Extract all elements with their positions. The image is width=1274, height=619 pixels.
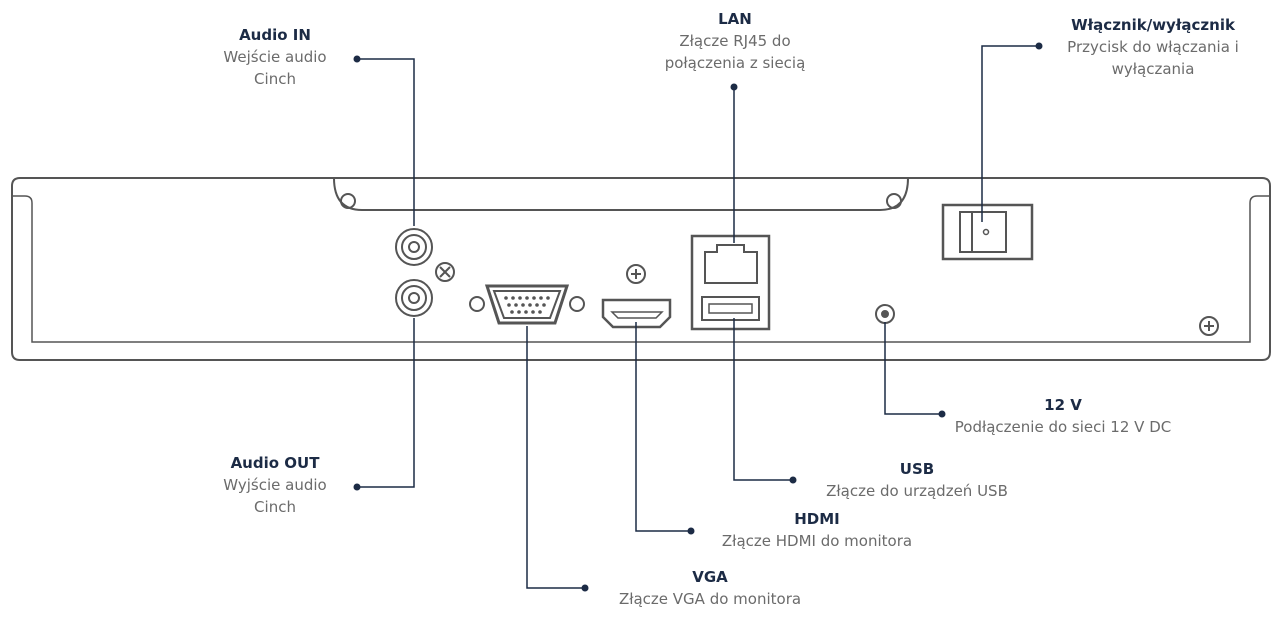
label-power: Włącznik/wyłącznik Przycisk do włączania… — [1040, 14, 1266, 80]
label-desc: Wejście audio — [223, 48, 327, 66]
hdmi-port — [601, 298, 672, 329]
label-desc: Złącze HDMI do monitora — [721, 532, 913, 550]
vga-pins — [504, 296, 550, 314]
leader-vga — [526, 326, 585, 589]
power-switch — [941, 203, 1034, 261]
audio-in-jack — [395, 228, 433, 266]
label-desc: Cinch — [254, 70, 296, 88]
leader-lines — [357, 45, 1039, 589]
label-lan: LAN Złącze RJ45 do połączenia z siecią — [628, 8, 842, 74]
mount-hole-right — [886, 193, 902, 209]
label-desc: Cinch — [254, 498, 296, 516]
screw-icon — [435, 262, 455, 282]
label-hdmi: HDMI Złącze HDMI do monitora — [694, 508, 940, 552]
rj45-port — [704, 244, 758, 284]
top-tab-left — [333, 177, 909, 211]
screw-icon — [626, 264, 646, 284]
label-title: Włącznik/wyłącznik — [1071, 16, 1235, 34]
screw-icon — [1199, 316, 1219, 336]
leader-hdmi — [635, 322, 691, 532]
label-usb: USB Złącze do urządzeń USB — [800, 458, 1034, 502]
label-desc: Złącze RJ45 do — [679, 32, 791, 50]
label-desc: Złącze VGA do monitora — [618, 590, 802, 608]
label-title: VGA — [692, 568, 728, 586]
lan-usb-frame — [690, 234, 771, 331]
label-desc: Podłączenie do sieci 12 V DC — [954, 418, 1172, 436]
audio-out-jack — [395, 279, 433, 317]
label-audio-out: Audio OUT Wyjście audio Cinch — [200, 452, 350, 518]
usb-port-tongue — [708, 303, 753, 314]
leader-dots — [353, 42, 1043, 592]
label-desc: Złącze do urządzeń USB — [826, 482, 1008, 500]
label-audio-in: Audio IN Wejście audio Cinch — [200, 24, 350, 90]
label-title: HDMI — [794, 510, 840, 528]
label-title: Audio IN — [239, 26, 311, 44]
label-title: USB — [899, 460, 935, 478]
vga-port — [469, 284, 585, 325]
device-outline — [11, 177, 1271, 361]
device-inner-frame — [12, 195, 1270, 343]
mount-hole-left — [340, 193, 356, 209]
label-title: LAN — [718, 10, 752, 28]
leader-audio-in — [357, 58, 415, 226]
label-vga: VGA Złącze VGA do monitora — [592, 566, 828, 610]
dc-socket — [875, 304, 895, 324]
leader-usb — [733, 318, 793, 481]
label-desc: wyłączania — [1111, 60, 1195, 78]
label-title: 12 V — [1044, 396, 1082, 414]
label-desc: połączenia z siecią — [664, 54, 806, 72]
device-body — [11, 177, 1271, 361]
label-title: Audio OUT — [230, 454, 320, 472]
label-12v: 12 V Podłączenie do sieci 12 V DC — [928, 394, 1198, 438]
label-desc: Wyjście audio — [223, 476, 327, 494]
leader-power — [981, 45, 1039, 222]
leader-12v — [884, 322, 942, 415]
lan-usb-block — [690, 234, 771, 331]
label-desc: Przycisk do włączania i — [1067, 38, 1239, 56]
leader-audio-out — [357, 318, 415, 488]
usb-port — [701, 296, 760, 321]
